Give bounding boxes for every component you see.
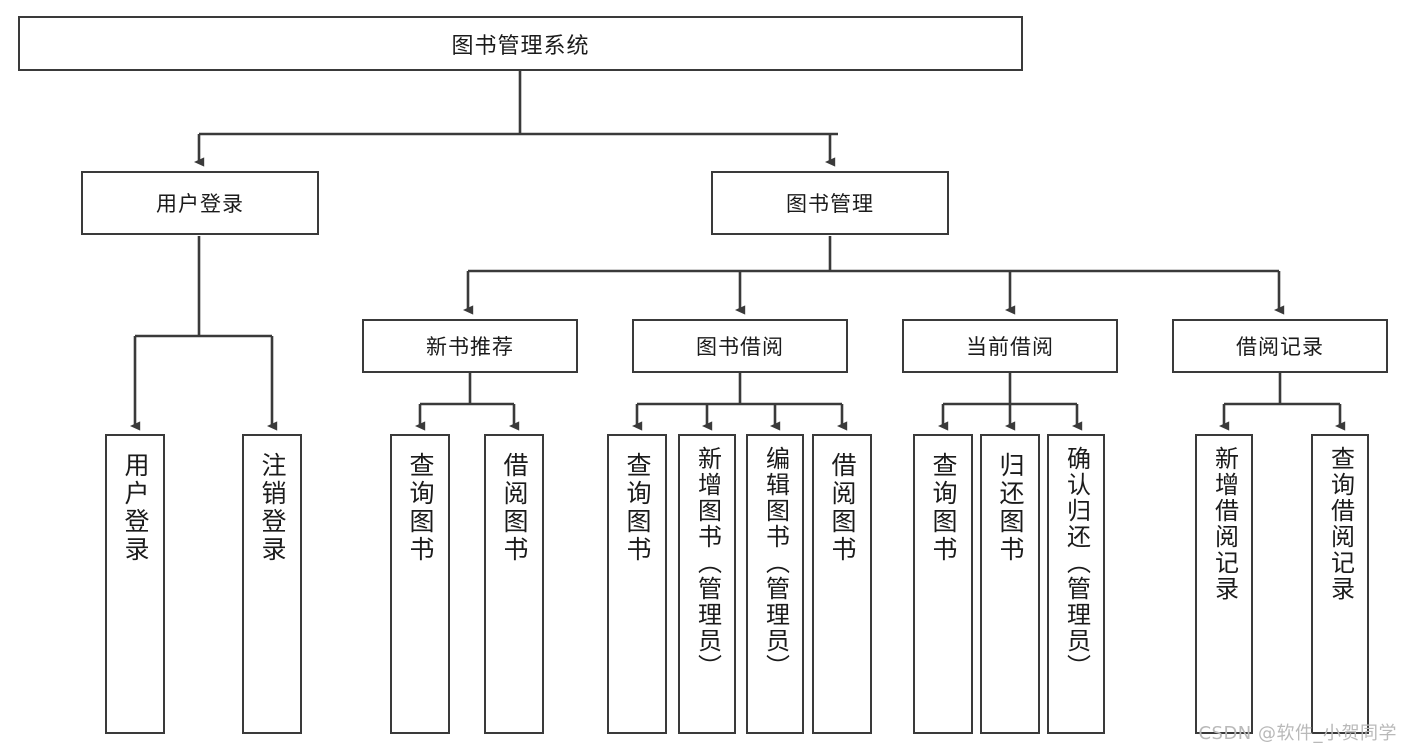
node-book-manage-label: 图书管理 — [786, 192, 874, 216]
node-book-borrow-label: 图书借阅 — [696, 335, 784, 359]
node-leaf-return-book[interactable]: 归还图书 — [980, 434, 1040, 734]
node-leaf-query-book-2[interactable]: 查询图书 — [607, 434, 667, 734]
node-leaf-add-book[interactable]: 新增图书（管理员） — [678, 434, 736, 734]
node-current-borrow-label: 当前借阅 — [966, 335, 1054, 359]
node-leaf-return-book-label: 归还图书 — [996, 452, 1025, 564]
node-leaf-edit-book[interactable]: 编辑图书（管理员） — [746, 434, 804, 734]
node-borrow-record-label: 借阅记录 — [1236, 335, 1324, 359]
node-leaf-query-record[interactable]: 查询借阅记录 — [1311, 434, 1369, 734]
node-user-login[interactable]: 用户登录 — [81, 171, 319, 235]
node-leaf-logout[interactable]: 注销登录 — [242, 434, 302, 734]
node-leaf-borrow-book-1[interactable]: 借阅图书 — [484, 434, 544, 734]
node-leaf-edit-book-label: 编辑图书（管理员） — [761, 446, 790, 680]
node-leaf-query-record-label: 查询借阅记录 — [1326, 446, 1355, 602]
node-new-book-rec-label: 新书推荐 — [426, 335, 514, 359]
node-leaf-borrow-book-1-label: 借阅图书 — [500, 452, 529, 564]
node-leaf-borrow-book-2[interactable]: 借阅图书 — [812, 434, 872, 734]
node-book-borrow[interactable]: 图书借阅 — [632, 319, 848, 373]
node-leaf-user-login-label: 用户登录 — [121, 452, 150, 564]
node-borrow-record[interactable]: 借阅记录 — [1172, 319, 1388, 373]
watermark: CSDN @软件_小贺同学 — [1198, 723, 1397, 744]
node-leaf-user-login[interactable]: 用户登录 — [105, 434, 165, 734]
node-root[interactable]: 图书管理系统 — [18, 16, 1023, 71]
node-leaf-add-record-label: 新增借阅记录 — [1210, 446, 1239, 602]
node-leaf-query-book-3[interactable]: 查询图书 — [913, 434, 973, 734]
node-leaf-confirm-return[interactable]: 确认归还（管理员） — [1047, 434, 1105, 734]
node-leaf-query-book-1-label: 查询图书 — [406, 452, 435, 564]
node-leaf-borrow-book-2-label: 借阅图书 — [828, 452, 857, 564]
node-root-label: 图书管理系统 — [451, 33, 590, 59]
node-leaf-add-book-label: 新增图书（管理员） — [693, 446, 722, 680]
node-current-borrow[interactable]: 当前借阅 — [902, 319, 1118, 373]
node-leaf-query-book-3-label: 查询图书 — [929, 452, 958, 564]
node-leaf-query-book-2-label: 查询图书 — [623, 452, 652, 564]
node-user-login-label: 用户登录 — [156, 192, 244, 216]
node-leaf-add-record[interactable]: 新增借阅记录 — [1195, 434, 1253, 734]
node-new-book-rec[interactable]: 新书推荐 — [362, 319, 578, 373]
node-book-manage[interactable]: 图书管理 — [711, 171, 949, 235]
node-leaf-confirm-return-label: 确认归还（管理员） — [1062, 446, 1091, 680]
node-leaf-query-book-1[interactable]: 查询图书 — [390, 434, 450, 734]
node-leaf-logout-label: 注销登录 — [258, 452, 287, 564]
